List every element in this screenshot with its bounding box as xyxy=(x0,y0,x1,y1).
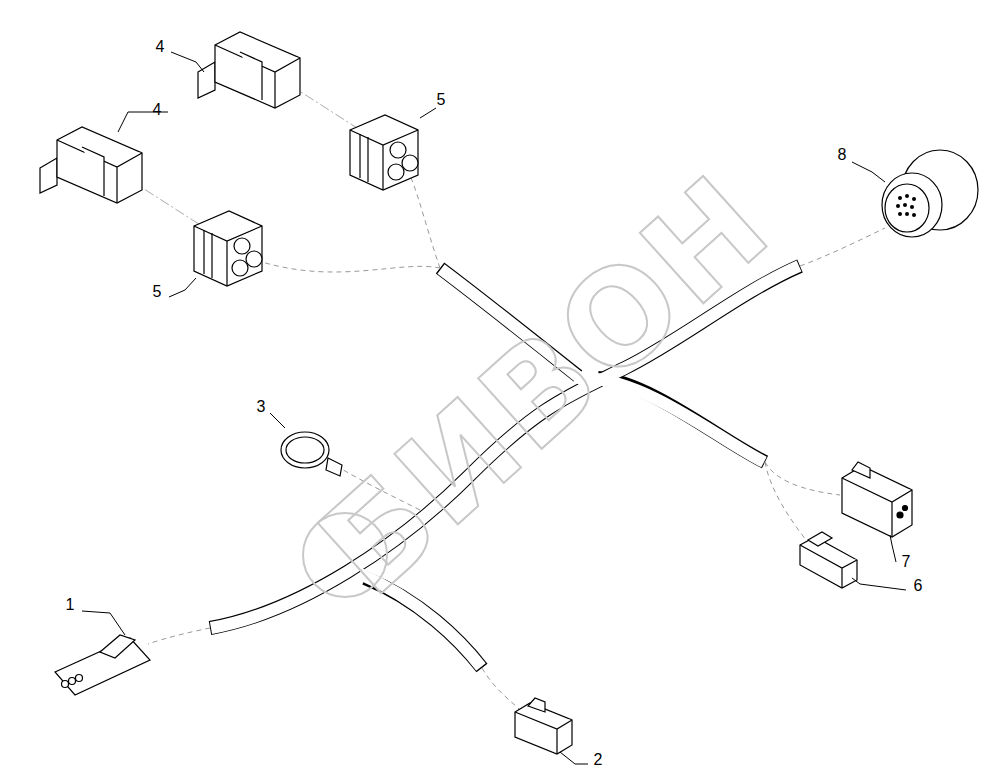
callout-number: 5 xyxy=(437,92,446,108)
callout-number: 8 xyxy=(838,147,847,163)
callout-number: 7 xyxy=(902,554,911,570)
watermark: БИВОН xyxy=(299,154,792,616)
callout-number: 4 xyxy=(153,102,162,118)
callout-number: 2 xyxy=(594,752,603,768)
callout-number: 1 xyxy=(66,597,75,613)
callout-number: 6 xyxy=(914,578,923,594)
callout-number: 5 xyxy=(153,284,162,300)
callout-number: 4 xyxy=(156,39,165,55)
callout-number: 3 xyxy=(257,399,266,415)
